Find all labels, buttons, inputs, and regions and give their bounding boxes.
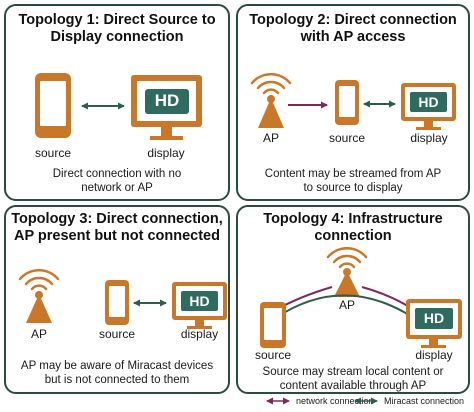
topology-2-panel: Topology 2: Direct connection with AP ac… <box>236 4 470 201</box>
source-label: source <box>98 327 136 341</box>
topology-4-description: Source may stream local content or conte… <box>262 366 444 392</box>
display-label: display <box>180 327 219 341</box>
antenna-icon <box>18 269 60 323</box>
phone-icon <box>105 280 129 325</box>
topology-1-description: Direct connection with no network or AP <box>52 168 182 194</box>
topology-4-title: Topology 4: Infrastructure connection <box>263 211 443 244</box>
source-label: source <box>254 348 292 362</box>
antenna-icon <box>326 247 368 297</box>
topology-3-title: Topology 3: Direct connection, AP presen… <box>11 211 223 244</box>
antenna-icon <box>250 73 292 128</box>
topology-2-description: Content may be streamed from AP to sourc… <box>264 168 442 194</box>
source-label: source <box>34 146 72 160</box>
hd-label: HD <box>154 91 180 110</box>
hd-label: HD <box>418 94 439 110</box>
miracast-arrow <box>273 294 425 326</box>
topology-2-title: Topology 2: Direct connection with AP ac… <box>249 12 457 45</box>
phone-icon <box>335 80 359 125</box>
phone-icon <box>35 73 71 138</box>
display-label: display <box>147 146 185 160</box>
topology-4-panel: Topology 4: Infrastructure connection <box>236 205 470 394</box>
miracast-legend-arrow-icon <box>354 397 378 405</box>
topology-3-description: AP may be aware of Miracast devices but … <box>20 360 214 386</box>
legend-miracast: Miracast connection <box>352 396 464 406</box>
ap-label: AP <box>338 298 355 312</box>
network-legend-arrow-icon <box>266 397 290 405</box>
topology-4-diagram <box>260 247 462 348</box>
ap-label: AP <box>262 131 279 145</box>
hd-label: HD <box>423 310 445 326</box>
display-label: display <box>415 348 453 362</box>
topology-1-diagram <box>35 73 202 140</box>
legend-miracast-label: Miracast connection <box>384 396 465 406</box>
hd-label: HD <box>189 293 210 309</box>
monitor-icon <box>401 83 456 130</box>
topology-1-title: Topology 1: Direct Source to Display con… <box>18 12 216 45</box>
legend-network-label: network connection <box>296 396 374 406</box>
ap-label: AP <box>30 327 47 341</box>
monitor-icon <box>406 299 462 348</box>
legend-network: network connection <box>264 396 374 406</box>
monitor-icon <box>131 75 202 140</box>
topology-3-panel: Topology 3: Direct connection, AP presen… <box>4 205 230 394</box>
monitor-icon <box>172 282 227 329</box>
topology-2-diagram <box>250 73 456 130</box>
source-label: source <box>328 131 366 145</box>
phone-icon <box>260 302 286 348</box>
topology-1-panel: Topology 1: Direct Source to Display con… <box>4 4 230 201</box>
display-label: display <box>410 131 448 145</box>
topology-3-diagram <box>18 269 227 329</box>
